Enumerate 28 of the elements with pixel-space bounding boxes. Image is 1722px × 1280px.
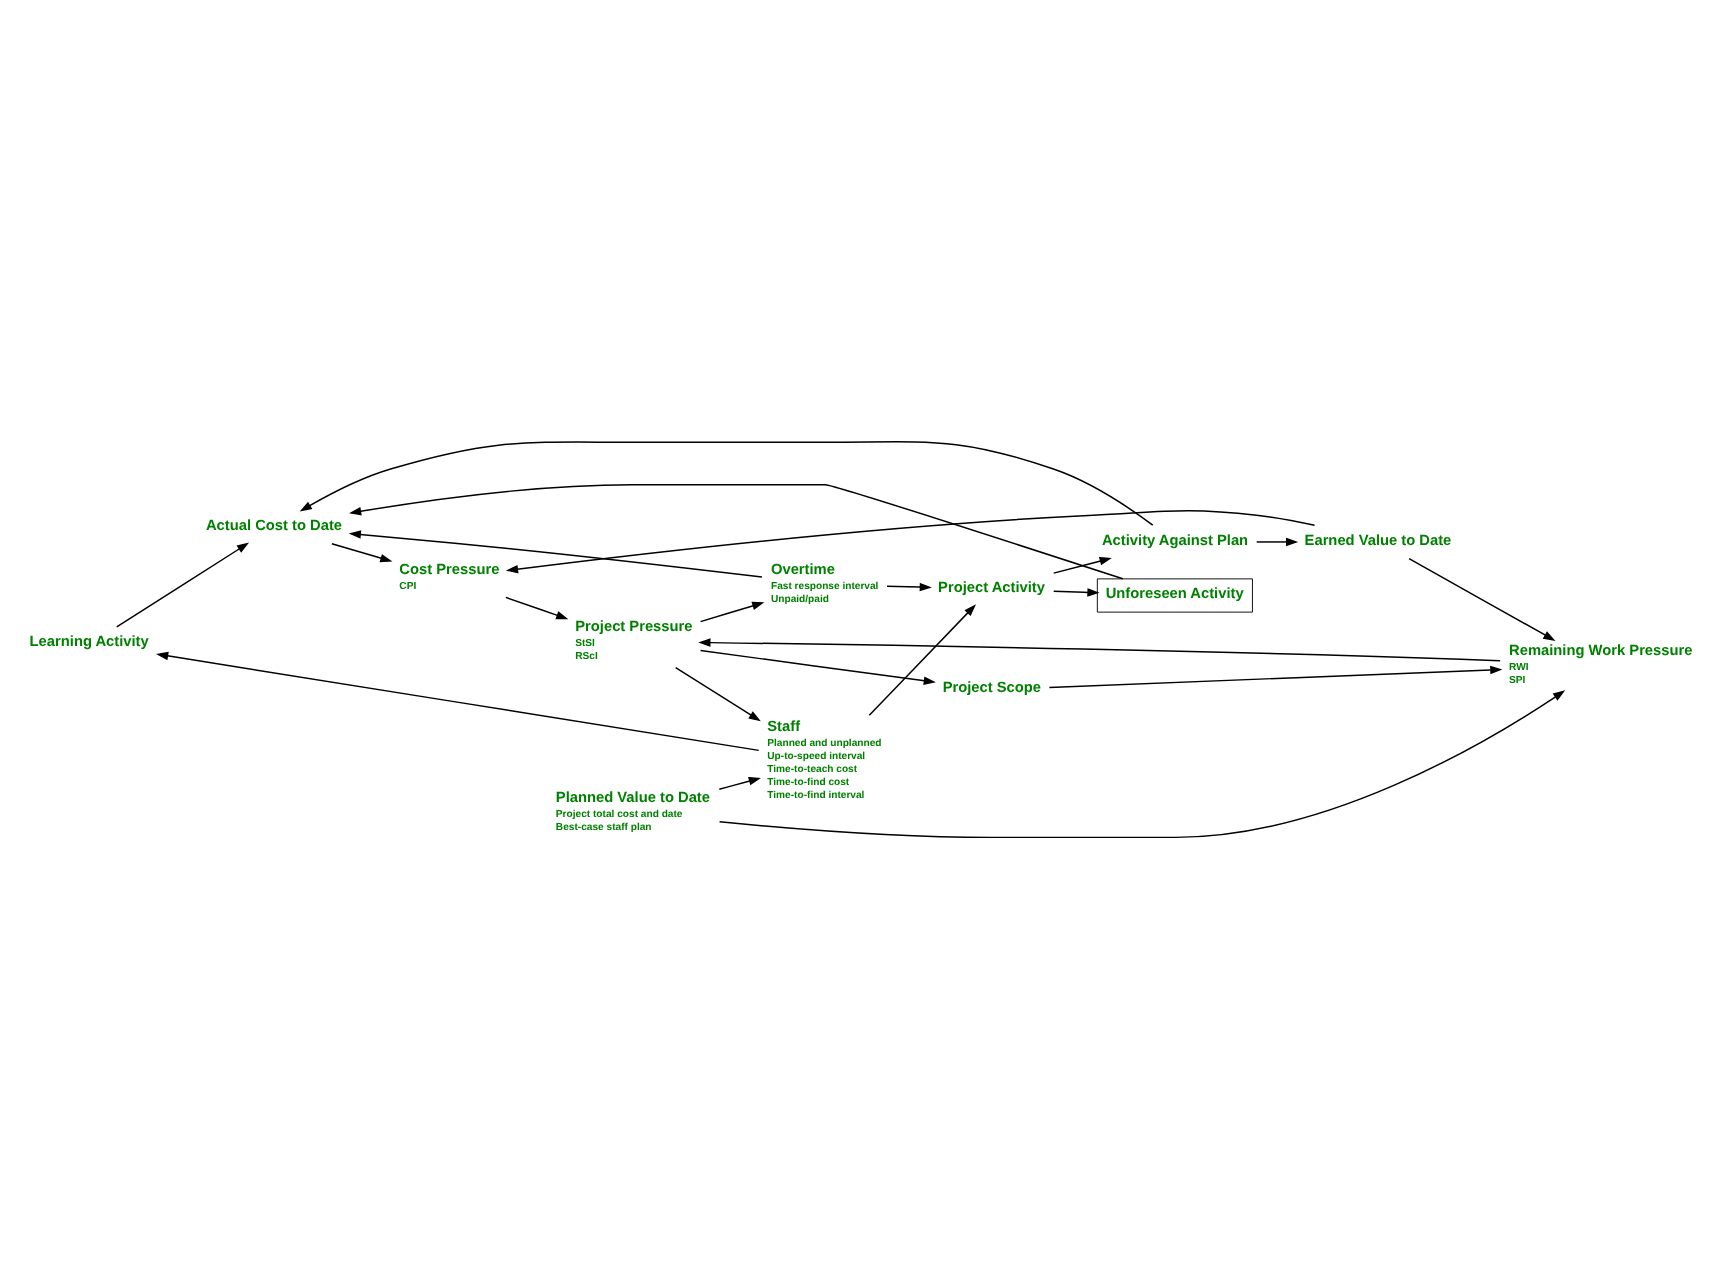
- arrow: [331, 543, 393, 563]
- node-text: Learning Activity: [29, 632, 149, 651]
- arrow: [699, 601, 765, 623]
- arrow: [674, 666, 761, 722]
- arrow: [1053, 588, 1100, 597]
- arrow: [718, 776, 761, 790]
- node-text: Project Scope: [942, 678, 1042, 697]
- arrow: [299, 441, 1154, 526]
- node-text: Earned Value to Date: [1304, 530, 1452, 549]
- arrow: [699, 649, 936, 685]
- arrow: [1048, 665, 1503, 689]
- arrow: [505, 596, 569, 620]
- arrow: [1408, 557, 1556, 641]
- node-text: Project Activity: [938, 577, 1045, 596]
- arrow: [349, 483, 1124, 580]
- arrow: [1053, 557, 1112, 574]
- arrow: [868, 604, 977, 716]
- arrow: [505, 510, 1316, 574]
- arrow: [1255, 537, 1299, 547]
- arrow: [886, 582, 932, 592]
- arrow: [116, 542, 250, 628]
- arrow: [348, 530, 763, 578]
- node-box: Unforeseen Activity: [1096, 578, 1253, 613]
- arrow: [156, 651, 760, 752]
- node-text: Activity Against Plan: [1101, 530, 1249, 549]
- node-text: Actual Cost to Date: [205, 515, 343, 534]
- arrow: [698, 638, 1501, 662]
- arrow: [718, 690, 1566, 839]
